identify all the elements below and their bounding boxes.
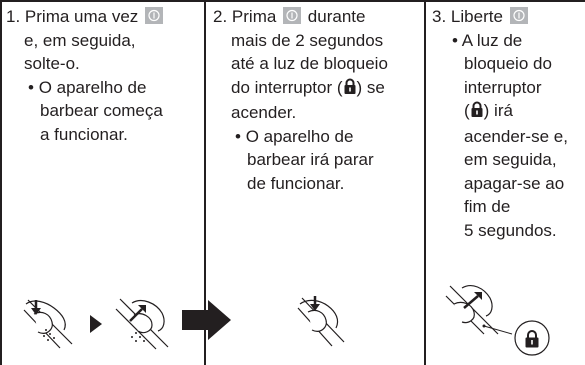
arrow-right-icon: [90, 315, 102, 333]
step-2-text: 2. Prima durante mais de 2 segundos até …: [213, 5, 419, 125]
step-2-note-line3: de funcionar.: [247, 173, 345, 193]
step-3-note-line8: fim de: [464, 197, 511, 216]
arrow-right-icon: [182, 300, 231, 340]
left-rule: [0, 0, 2, 365]
step-3-column: 3. Liberte • A luz de bloqueio do interr…: [432, 5, 582, 242]
shaver-press-illustration: [23, 299, 73, 349]
step-3-line1: Liberte: [450, 7, 503, 26]
step-1-line3: solte-o.: [24, 54, 80, 73]
step-3-note-line6: em seguida,: [464, 150, 557, 169]
step-2-line2: mais de 2 segundos: [231, 30, 384, 50]
column-divider-2: [424, 0, 426, 365]
step-2-line3: até a luz de bloqueio: [231, 54, 388, 73]
step-3-note: • A luz de bloqueio do interruptor ( ) ir…: [432, 29, 582, 243]
step-2-number: 2.: [213, 7, 228, 26]
step-2-note: • O aparelho de barbear irá parar de fun…: [213, 125, 419, 196]
step-3-note-line2: bloqueio do: [464, 54, 552, 73]
bullet: •: [235, 126, 241, 146]
step-2-note-line2: barbear irá parar: [247, 150, 374, 169]
step-2-line5: acender.: [231, 103, 297, 122]
step-2-note-line1: O aparelho de: [245, 126, 354, 146]
shaver-release-illustration: [115, 298, 169, 350]
step-3-number: 3.: [432, 7, 447, 26]
top-rule: [0, 0, 585, 2]
step-2-word1: Prima: [231, 7, 277, 26]
power-button-icon: [145, 7, 164, 24]
step-1-note: • O aparelho de barbear começa a funcion…: [6, 76, 198, 147]
step-1-note-line2: barbear começa: [40, 101, 163, 120]
step-1-line1: Prima uma vez: [24, 7, 139, 26]
power-button-icon: [509, 7, 528, 24]
shaver-lock-illustration: [445, 285, 550, 356]
step-2-line4-start: do interruptor (: [231, 77, 343, 97]
step-1-number: 1.: [6, 7, 21, 26]
step-3-note-line9: 5 segundos.: [464, 220, 557, 240]
bullet: •: [28, 77, 34, 97]
step-1-column: 1. Prima uma vez e, em seguida, solte-o.…: [6, 5, 198, 146]
column-divider-1: [204, 0, 206, 365]
step-3-note-line1: A luz de: [461, 30, 523, 50]
shaver-hold-illustration: [297, 296, 345, 347]
step-2-column: 2. Prima durante mais de 2 segundos até …: [213, 5, 419, 195]
step-3-note-lock-open: (: [464, 101, 470, 120]
step-3-text: 3. Liberte: [432, 5, 582, 29]
lock-icon: [343, 78, 357, 102]
step-2-line4-end: ) se: [356, 77, 385, 97]
lock-icon: [470, 101, 484, 125]
power-button-icon: [283, 7, 302, 24]
step-1-line2: e, em seguida,: [24, 30, 136, 50]
step-3-note-line3: interruptor: [464, 77, 542, 97]
bullet: •: [452, 30, 458, 50]
step-2-word2: durante: [307, 7, 366, 26]
step-1-note-line1: O aparelho de: [38, 77, 147, 97]
step-3-note-line5: acender-se e,: [464, 126, 568, 146]
step-3-note-line7: apagar-se ao: [464, 173, 565, 193]
step-1-note-line3: a funcionar.: [40, 124, 128, 144]
step-3-note-lock-close: ) irá: [483, 101, 513, 120]
step-1-text: 1. Prima uma vez e, em seguida, solte-o.: [6, 5, 198, 76]
